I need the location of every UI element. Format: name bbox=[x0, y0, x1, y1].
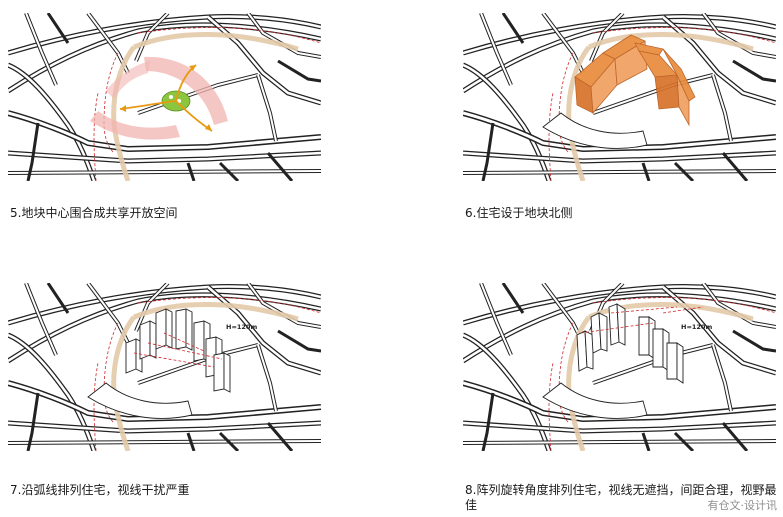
panel-caption: 6.住宅设于地块北侧 bbox=[465, 206, 572, 221]
diagram-panel-rotated-towers: H=120m bbox=[463, 283, 776, 451]
open-space-arc-south bbox=[90, 111, 180, 140]
diagram-panel-north-residential bbox=[463, 13, 776, 181]
panel-caption: 7.沿弧线排列住宅，视线干扰严重 bbox=[10, 483, 189, 498]
open-space-arc-west bbox=[106, 61, 150, 99]
panel-caption: 5.地块中心围合成共享开放空间 bbox=[10, 206, 177, 221]
open-space-arc-north bbox=[144, 57, 228, 125]
height-label: H=120m bbox=[226, 323, 257, 331]
height-label: H=120m bbox=[681, 323, 712, 331]
diagram-panel-arc-towers: H=120m bbox=[8, 283, 321, 451]
residential-massing bbox=[575, 35, 695, 125]
diagram-panel-open-space bbox=[8, 13, 321, 181]
watermark: 有仓文·设计讯 bbox=[708, 497, 778, 513]
